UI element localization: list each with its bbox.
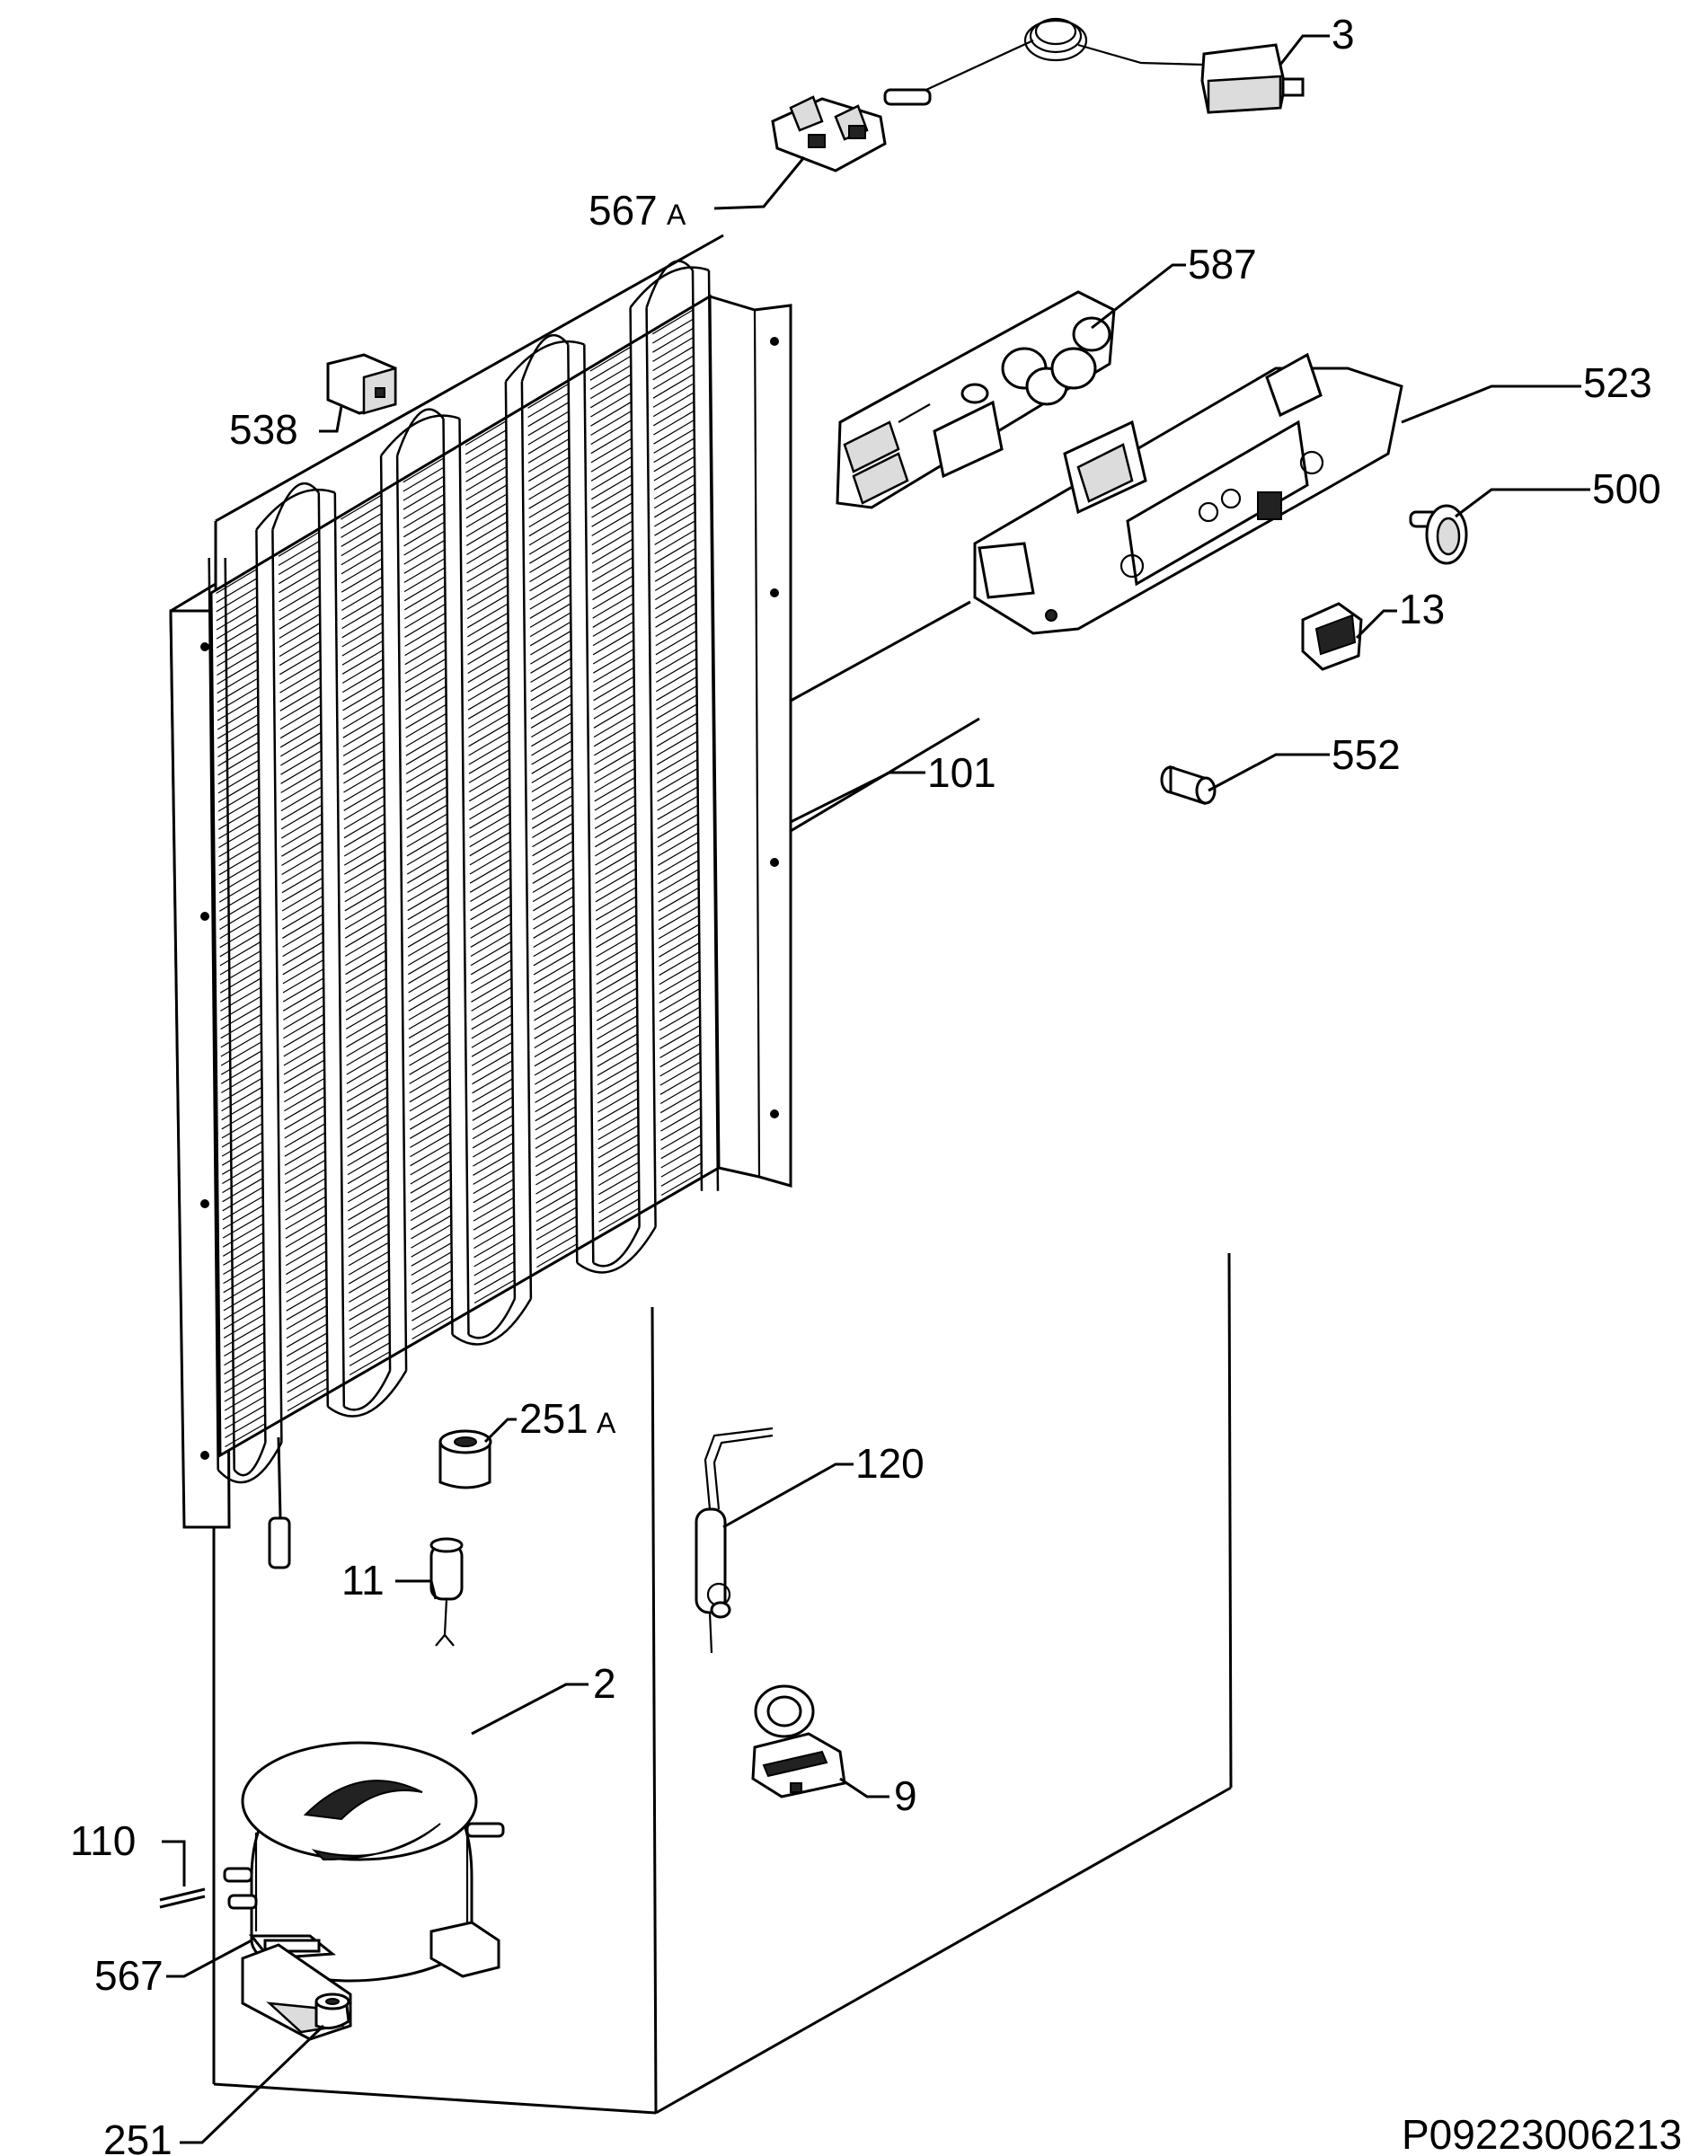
callout-11: 11 (341, 1557, 385, 1604)
callout-523: 523 (1583, 359, 1652, 406)
callout-13: 13 (1399, 586, 1445, 632)
condenser-tube (208, 260, 720, 1484)
callout-101: 101 (927, 749, 996, 796)
condenser-fins (216, 309, 702, 1448)
callout-251: 251 (103, 2116, 173, 2156)
leader-lines (162, 34, 1590, 2144)
drier-filter-120 (695, 1427, 774, 1654)
callout-567a: 567 (589, 187, 658, 234)
callout-labels: 3 567 A 587 523 538 500 13 552 101 251 A… (70, 11, 1682, 2156)
callout-3: 3 (1332, 11, 1355, 57)
callout-552: 552 (1332, 731, 1401, 778)
callout-120: 120 (855, 1440, 925, 1487)
callout-9: 9 (894, 1772, 917, 1819)
lamp-552 (1160, 764, 1217, 806)
callout-2: 2 (593, 1660, 616, 1707)
clip-538 (326, 353, 397, 415)
cabinet-outline (212, 234, 1233, 2115)
callout-500: 500 (1592, 465, 1661, 512)
pin-110 (159, 1887, 206, 1909)
clamp-9 (751, 1684, 846, 1798)
callout-538: 538 (229, 406, 298, 453)
callout-251a: 251 (519, 1395, 589, 1442)
callout-587: 587 (1188, 241, 1257, 287)
document-code: P09223006213 (1402, 2111, 1682, 2156)
compressor-2 (223, 1741, 505, 2041)
housing-523 (973, 352, 1403, 635)
grommet-251 (314, 1993, 350, 2030)
relay-11 (429, 1537, 464, 1647)
callout-251a-suffix: A (597, 1407, 616, 1439)
knob-500 (1409, 504, 1468, 565)
callout-567a-suffix: A (667, 199, 686, 231)
callout-110: 110 (70, 1817, 136, 1864)
bracket-567a (771, 95, 887, 172)
damper-251a (438, 1429, 492, 1489)
thermostat-3 (883, 17, 1305, 114)
condenser-101 (169, 260, 792, 1569)
electronic-board-587 (836, 290, 1116, 509)
callout-567: 567 (94, 1952, 164, 1999)
switch-13 (1301, 602, 1363, 671)
